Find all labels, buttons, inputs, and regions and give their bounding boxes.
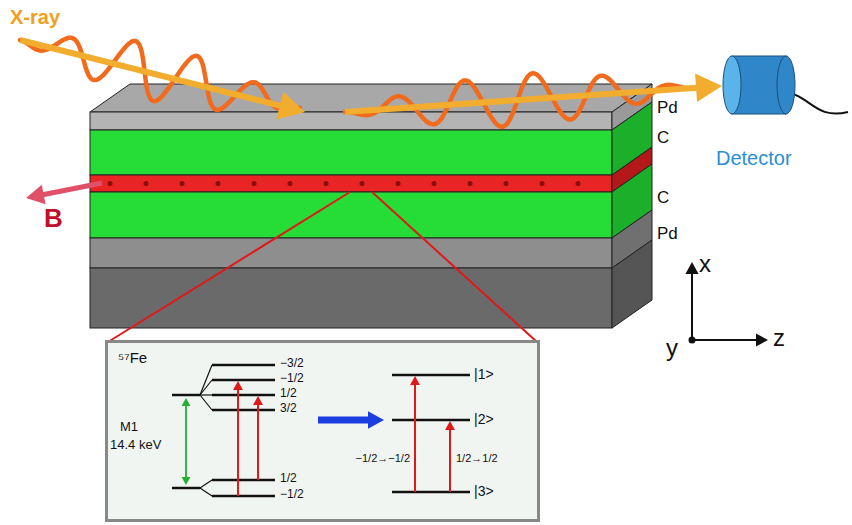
- x-ray-wave: [20, 38, 300, 110]
- mapping-arrow: [318, 417, 371, 424]
- iron-nucleus: [180, 181, 185, 186]
- iron-nucleus: [432, 181, 437, 186]
- energy-level: [212, 379, 275, 382]
- arrow-head: [233, 381, 243, 390]
- iron-nucleus: [324, 181, 329, 186]
- energy-level: [200, 480, 212, 488]
- energy-level: [200, 488, 212, 496]
- reflected-beam: [345, 87, 701, 112]
- sample-stack: [90, 84, 652, 342]
- transition-type: M1: [120, 420, 138, 435]
- arrow-head: [253, 396, 263, 405]
- layer-front: [90, 238, 612, 268]
- iron-nucleus: [144, 181, 149, 186]
- energy-level: [212, 409, 275, 412]
- spin-label: 3/2: [280, 402, 297, 416]
- layer-label: C: [657, 128, 669, 148]
- energy-level: [212, 479, 275, 482]
- arrow-head: [685, 262, 698, 274]
- iron-nucleus: [468, 181, 473, 186]
- arrow-head: [182, 477, 191, 485]
- isotope-label: ⁵⁷Fe: [118, 349, 527, 366]
- layer-front: [90, 112, 612, 130]
- z-axis: [692, 339, 758, 341]
- energy-level: [200, 395, 212, 410]
- layer-front: [90, 175, 612, 192]
- layer-front: [90, 130, 612, 175]
- m1-transition: [185, 404, 187, 440]
- state-label: |2>: [474, 411, 494, 427]
- b-field-arrow: [40, 183, 102, 195]
- state-label: |1>: [474, 366, 494, 382]
- arrow-head: [182, 398, 191, 406]
- state-label: |3>: [474, 483, 494, 499]
- spin-label: 1/2: [280, 387, 297, 401]
- iron-nucleus: [396, 181, 401, 186]
- device-label: Detector: [716, 147, 794, 170]
- arrow-head: [26, 185, 46, 204]
- transition-label: 1/2→1/2: [456, 452, 498, 465]
- axis-label: y: [666, 334, 678, 362]
- energy-level: [392, 419, 470, 422]
- transition-arrow: [414, 383, 416, 492]
- layer-side: [612, 240, 652, 328]
- m1-transition: [185, 440, 187, 479]
- energy-level: [392, 491, 470, 494]
- arrow-head: [276, 92, 305, 120]
- iron-nucleus: [576, 181, 581, 186]
- zoom-line: [372, 192, 537, 342]
- energy-level: [200, 394, 212, 395]
- iron-nucleus: [360, 181, 365, 186]
- energy-label: 14.4 keV: [110, 438, 161, 453]
- axis-label: x: [699, 250, 711, 278]
- energy-level: [200, 365, 212, 395]
- field-arrow: [26, 183, 102, 204]
- field-label: B: [44, 204, 63, 234]
- layer-front: [90, 268, 612, 328]
- layer-front: [90, 192, 612, 238]
- layer-label: C: [657, 188, 669, 208]
- axis-label: z: [773, 324, 785, 352]
- beam-label: X-ray: [10, 6, 60, 29]
- zoom-line: [108, 192, 350, 342]
- x-axis: [691, 272, 693, 340]
- detector-symbol: [723, 56, 848, 114]
- iron-nucleus: [540, 181, 545, 186]
- energy-level: [172, 394, 200, 397]
- energy-level: [212, 495, 275, 498]
- energy-level: [212, 394, 275, 397]
- incident-beam: [20, 40, 285, 107]
- transition-label: −1/2→−1/2: [356, 452, 410, 465]
- x-ray-beam: [20, 38, 722, 127]
- iron-nucleus: [252, 181, 257, 186]
- iron-nucleus: [288, 181, 293, 186]
- arrow-head: [756, 333, 768, 346]
- energy-level: [200, 380, 212, 395]
- transition-arrow: [237, 388, 239, 496]
- iron-nucleus: [108, 181, 113, 186]
- axes: [685, 262, 768, 347]
- spin-label: 1/2: [280, 472, 297, 486]
- transition-arrow: [257, 403, 259, 480]
- layer-label: Pd: [657, 224, 678, 244]
- iron-nucleus: [216, 181, 221, 186]
- energy-level: [172, 487, 200, 490]
- spin-label: −1/2: [280, 488, 304, 502]
- energy-level: [212, 364, 275, 367]
- layer-label: Pd: [657, 98, 678, 118]
- level-scheme: [105, 340, 540, 522]
- spin-label: −1/2: [280, 372, 304, 386]
- transition-arrow: [449, 428, 451, 492]
- energy-level: [392, 374, 470, 377]
- arrow-head: [368, 411, 384, 429]
- detector-box: Detector: [712, 145, 798, 172]
- spin-label: −3/2: [280, 357, 304, 371]
- iron-nucleus: [504, 181, 509, 186]
- arrow-head: [695, 74, 722, 103]
- arrow-head: [410, 376, 420, 385]
- arrow-head: [445, 421, 455, 430]
